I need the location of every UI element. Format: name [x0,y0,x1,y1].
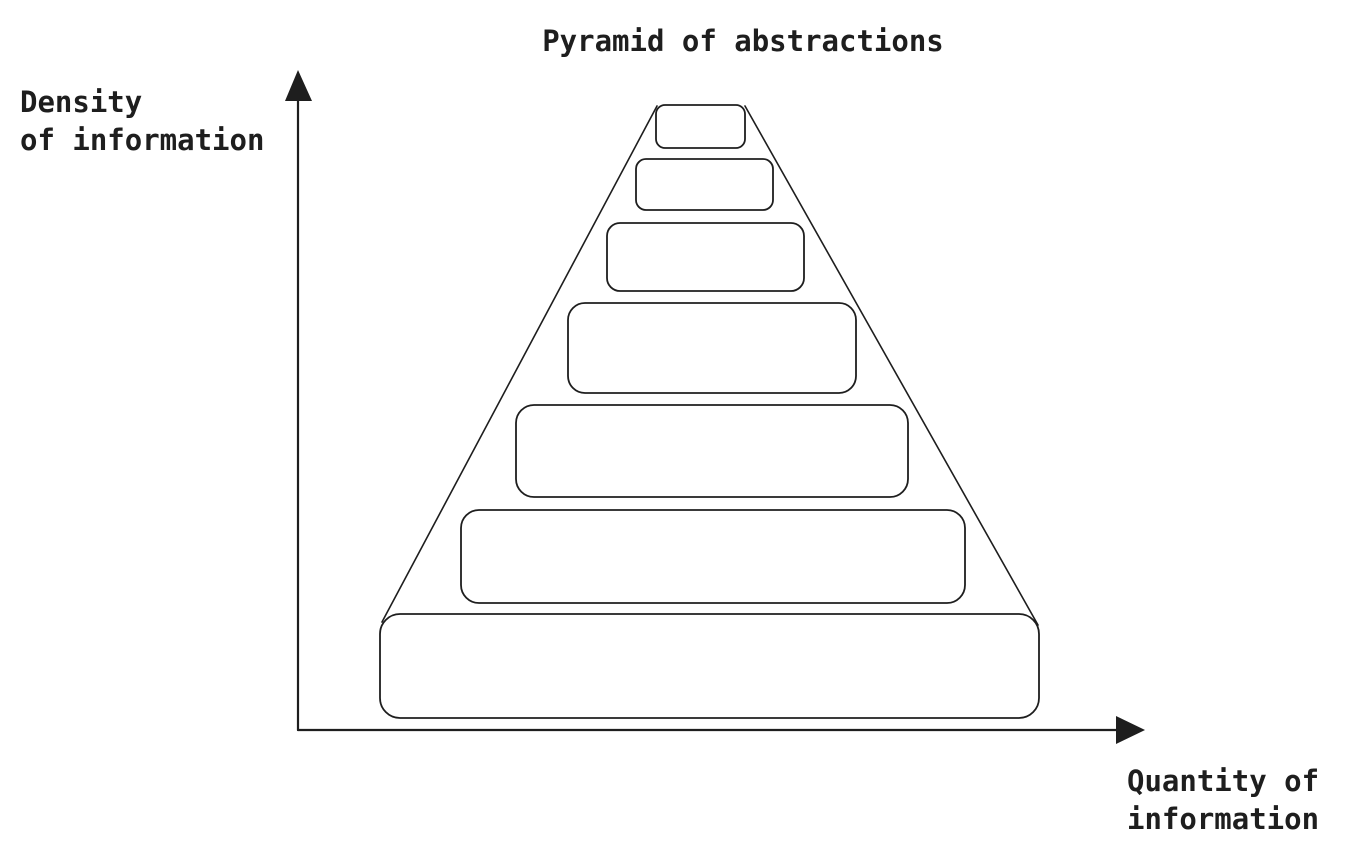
x-axis-arrowhead [1116,716,1145,744]
diagram-title: Pyramid of abstractions [542,24,944,58]
x-axis-label: Quantity of information [1127,762,1319,838]
y-axis-label-line-1: Density [20,85,143,119]
x-axis-label-line-2: information [1127,802,1320,836]
pyramid-tier-4 [567,302,857,394]
x-axis-label-line-1: Quantity of [1127,764,1320,798]
pyramid-right-edge [744,105,1039,626]
pyramid-tier-2 [635,158,774,211]
pyramid-tier-7 [379,613,1040,719]
y-axis-arrowhead [285,70,312,101]
pyramid-tier-5 [515,404,909,498]
y-axis-label-line-2: of information [20,123,265,157]
pyramid-tier-3 [606,222,805,292]
pyramid-left-edge [381,105,658,623]
pyramid-tier-1 [655,104,746,149]
y-axis-label: Density of information [20,83,264,159]
pyramid-tier-6 [460,509,966,604]
